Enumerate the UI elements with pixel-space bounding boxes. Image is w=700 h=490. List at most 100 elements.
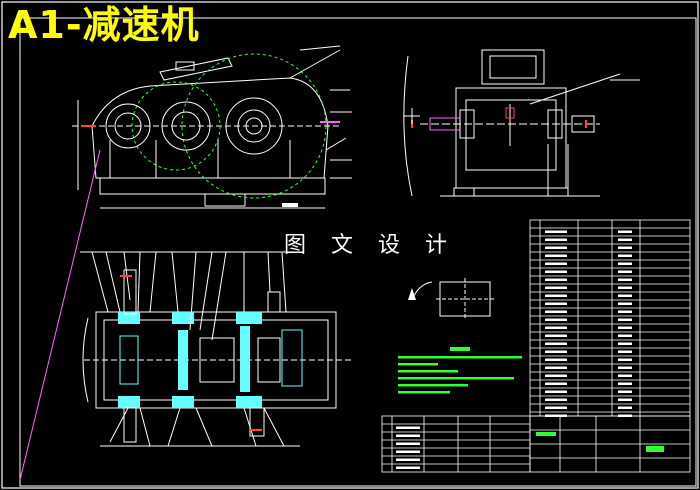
detail-view bbox=[408, 278, 494, 320]
section-leader-t7 bbox=[189, 251, 197, 331]
parts-row-text-mark bbox=[618, 350, 632, 353]
parts-row-text-mark bbox=[545, 246, 567, 249]
title-block bbox=[529, 415, 691, 473]
notes-line-2 bbox=[398, 363, 438, 366]
section-gear-1 bbox=[178, 330, 188, 390]
section-bearing-1-bottom bbox=[118, 396, 140, 408]
parts-row-text-mark bbox=[545, 350, 567, 353]
parts-row-text-mark bbox=[545, 334, 567, 337]
parts-row-text-mark bbox=[545, 238, 567, 241]
side-view bbox=[403, 49, 640, 197]
title-block-green-mark bbox=[646, 446, 664, 452]
section-leader-b1 bbox=[109, 407, 129, 443]
section-view bbox=[80, 251, 352, 447]
parts-row-text-mark bbox=[618, 390, 632, 393]
parts-row-text-mark bbox=[545, 270, 567, 273]
side-window-inner bbox=[489, 55, 537, 79]
bottom-row-text-mark bbox=[396, 466, 420, 469]
parts-row-text-mark bbox=[618, 310, 632, 313]
side-left-arc bbox=[403, 55, 413, 197]
side-red-part bbox=[505, 107, 515, 119]
bottom-row-text-mark bbox=[396, 458, 420, 461]
parts-row-text-mark bbox=[618, 326, 632, 329]
side-housing-inner bbox=[465, 99, 557, 171]
parts-row-text-mark bbox=[545, 366, 567, 369]
front-bearing-3-inner bbox=[237, 109, 271, 143]
section-leader-t12 bbox=[281, 251, 287, 313]
section-gear-2 bbox=[240, 326, 250, 392]
technical-notes bbox=[398, 347, 522, 394]
bottom-row-text-mark bbox=[396, 426, 420, 429]
parts-row-text-mark bbox=[618, 406, 632, 409]
side-foot-left bbox=[453, 187, 475, 197]
detail-arc bbox=[413, 281, 433, 297]
front-leader-1 bbox=[299, 45, 341, 51]
parts-row-text-mark bbox=[545, 406, 567, 409]
section-top-cap bbox=[267, 291, 281, 313]
parts-row-text-mark bbox=[618, 294, 632, 297]
parts-row-text-mark bbox=[545, 342, 567, 345]
section-bearing-3-top bbox=[236, 312, 262, 324]
side-coupling-left bbox=[459, 109, 475, 139]
parts-row-text-mark bbox=[545, 374, 567, 377]
bottom-row-text-mark bbox=[396, 434, 420, 437]
parts-row-text-mark bbox=[618, 230, 632, 233]
parts-row-text-mark bbox=[545, 294, 567, 297]
side-foot-right bbox=[547, 187, 569, 197]
parts-row-text-mark bbox=[545, 358, 567, 361]
bottom-row-text-mark bbox=[396, 442, 420, 445]
front-bearing-3-hub bbox=[245, 117, 263, 135]
side-coupling-right bbox=[547, 109, 563, 139]
front-view bbox=[19, 45, 352, 481]
parts-row-text-mark bbox=[618, 366, 632, 369]
front-base-foot bbox=[204, 193, 246, 207]
parts-row-text-mark bbox=[545, 318, 567, 321]
parts-row-text-mark bbox=[618, 398, 632, 401]
notes-line-4 bbox=[398, 377, 514, 380]
parts-row-text-mark bbox=[618, 262, 632, 265]
section-bearing-3-bottom bbox=[236, 396, 262, 408]
front-inspection-cover bbox=[159, 57, 233, 81]
watermark-text: 图 文 设 计 bbox=[284, 233, 456, 258]
section-leader-b2 bbox=[139, 407, 151, 447]
title-block-green-mark-2 bbox=[536, 432, 556, 436]
parts-row-text-mark bbox=[545, 262, 567, 265]
section-leader-b4 bbox=[195, 407, 213, 447]
front-bearing-2 bbox=[161, 101, 211, 151]
parts-row-text-mark bbox=[545, 326, 567, 329]
notes-line-6 bbox=[398, 391, 450, 394]
section-leader-b5 bbox=[243, 407, 257, 447]
parts-row-text-mark bbox=[545, 286, 567, 289]
front-mid-gear-circle bbox=[131, 81, 221, 171]
section-leader-magenta bbox=[19, 149, 101, 481]
front-dipstick bbox=[325, 137, 347, 151]
section-leader-t4 bbox=[137, 251, 141, 313]
section-leader-b3 bbox=[167, 407, 181, 447]
parts-row-text-mark bbox=[545, 382, 567, 385]
parts-row-text-mark bbox=[618, 270, 632, 273]
notes-line-3 bbox=[398, 370, 458, 373]
parts-row-text-mark bbox=[618, 318, 632, 321]
section-gear-3 bbox=[281, 329, 303, 387]
inner-frame bbox=[19, 17, 697, 487]
parts-row-text-mark bbox=[618, 254, 632, 257]
parts-row-text-mark bbox=[618, 278, 632, 281]
side-leader-2 bbox=[529, 73, 621, 105]
section-shaft-bottom bbox=[123, 407, 137, 443]
notes-line-5 bbox=[398, 384, 468, 387]
section-input-shaft bbox=[123, 269, 137, 315]
parts-row-text-mark bbox=[618, 382, 632, 385]
front-bearing-2-inner bbox=[171, 111, 201, 141]
front-large-gear-circle bbox=[181, 53, 327, 199]
parts-row-text-mark bbox=[545, 390, 567, 393]
section-leader-t6 bbox=[171, 251, 179, 313]
parts-list bbox=[529, 219, 691, 417]
front-bearing-1-inner bbox=[114, 112, 142, 140]
front-breather bbox=[175, 61, 195, 71]
side-shaft-right bbox=[571, 115, 595, 133]
parts-row-text-mark bbox=[618, 238, 632, 241]
section-leader-t1 bbox=[91, 251, 109, 313]
section-leader-t9 bbox=[211, 251, 227, 341]
front-leader-2 bbox=[289, 49, 341, 79]
